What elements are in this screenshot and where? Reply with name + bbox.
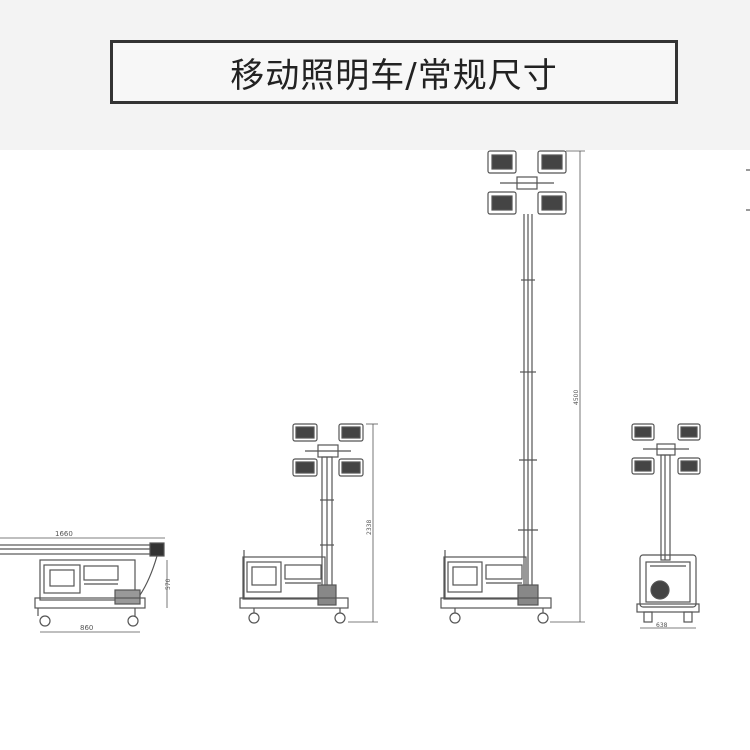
page-title: 移动照明车/常规尺寸 — [230, 55, 558, 96]
view-full-extension: 4500 — [440, 150, 585, 624]
dim-mid-height: 2338 — [366, 520, 373, 535]
view-mid-extension: 2338 — [239, 423, 378, 624]
lamp-head-end — [631, 423, 701, 475]
dim-end-width: 638 — [656, 622, 668, 629]
lamp-head-full — [487, 150, 567, 215]
technical-drawing: 1660 570 860 — [0, 150, 750, 633]
dim-retracted-height: 570 — [165, 578, 172, 590]
dim-max-height: 4500 — [573, 390, 580, 405]
dim-base-width: 860 — [80, 624, 93, 632]
title-box: 移动照明车/常规尺寸 — [110, 40, 678, 104]
edge-marks — [746, 169, 750, 211]
dim-retracted-length: 1660 — [55, 530, 73, 538]
lamp-head-mid — [292, 423, 364, 477]
view-end: 638 — [631, 423, 701, 629]
footer-band — [0, 645, 750, 750]
view-retracted: 1660 570 860 — [0, 530, 172, 633]
